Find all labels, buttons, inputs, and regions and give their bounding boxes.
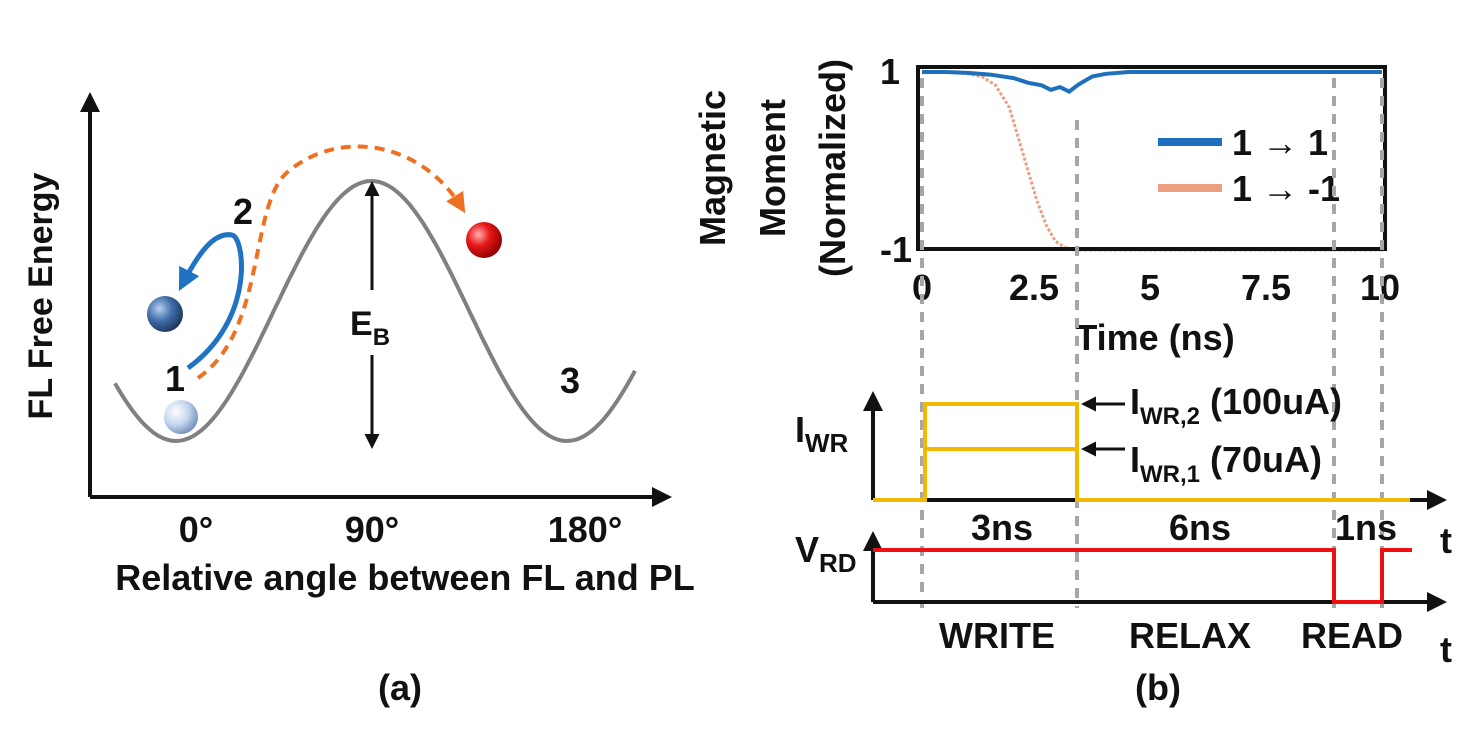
energy-landscape-curve [113, 178, 637, 444]
no-switch-path-arrow [178, 232, 244, 371]
switch-path-arrow [196, 144, 466, 380]
initial-state-ball [164, 400, 198, 434]
iwr-t-label: t [1440, 520, 1452, 561]
vrd-axis-label: VRD [795, 529, 857, 578]
time-axis-label: Time (ns) [1075, 317, 1234, 358]
legend-label-switch: 1 → -1 [1232, 168, 1340, 209]
state-label-1: 1 [165, 358, 185, 399]
chart-frame [916, 65, 1387, 251]
vrd-pulse [873, 548, 1412, 604]
y-tick-1: 1 [880, 51, 900, 92]
time-guide-lines [920, 78, 1384, 608]
duration-relax: 6ns [1169, 507, 1231, 548]
iwr-axis-label: IWR [795, 409, 849, 458]
moment-axis-label-line1: Magnetic [692, 90, 733, 246]
x-tick-90deg: 90° [345, 509, 399, 550]
state-label-3: 3 [560, 360, 580, 401]
caption-a: (a) [378, 667, 422, 708]
iwr2-label: IWR,2 (100uA) [1130, 381, 1342, 430]
barrier-label: EB [350, 305, 390, 351]
energy-axis-label: FL Free Energy [22, 172, 60, 419]
chart-legend: 1 → 1 1 → -1 [1158, 122, 1340, 209]
series-line-no-switch [922, 70, 1382, 94]
x-tick-0: 0 [912, 267, 932, 308]
legend-label-no-switch: 1 → 1 [1232, 122, 1328, 163]
state-label-2: 2 [233, 191, 253, 232]
moment-axis-label-line2: Moment [752, 99, 793, 237]
phase-write: WRITE [939, 615, 1055, 656]
x-tick-2-5: 2.5 [1009, 267, 1059, 308]
moment-axis-label-line3: (Normalized) [812, 59, 853, 277]
phase-relax: RELAX [1129, 615, 1251, 656]
x-tick-0deg: 0° [179, 509, 213, 550]
x-tick-7-5: 7.5 [1241, 267, 1291, 308]
switched-state-ball [466, 222, 502, 258]
chart-series-group [922, 70, 1382, 252]
angle-axis-label: Relative angle between FL and PL [115, 557, 694, 598]
panel-a-energy-diagram: FL Free Energy EB 1 2 3 0° 90° 180° Rela… [22, 92, 695, 708]
excited-state-ball [147, 296, 183, 332]
x-tick-5: 5 [1140, 267, 1160, 308]
timing-diagram: IWR IWR,2 (100uA) IWR,1 (70uA) 3ns 6ns 1… [795, 381, 1452, 708]
vrd-t-label: t [1440, 629, 1452, 670]
phase-read: READ [1301, 615, 1403, 656]
iwr1-label: IWR,1 (70uA) [1130, 439, 1322, 488]
duration-read: 1ns [1335, 507, 1397, 548]
iwr2-pulse [873, 402, 1410, 502]
y-tick-minus1: -1 [880, 229, 912, 270]
panel-b-moment-chart: Magnetic Moment (Normalized) 1 -1 0 2.5 … [692, 51, 1400, 358]
caption-b: (b) [1135, 667, 1181, 708]
duration-write: 3ns [971, 507, 1033, 548]
x-tick-180deg: 180° [548, 509, 622, 550]
series-line-switch [922, 70, 1382, 252]
